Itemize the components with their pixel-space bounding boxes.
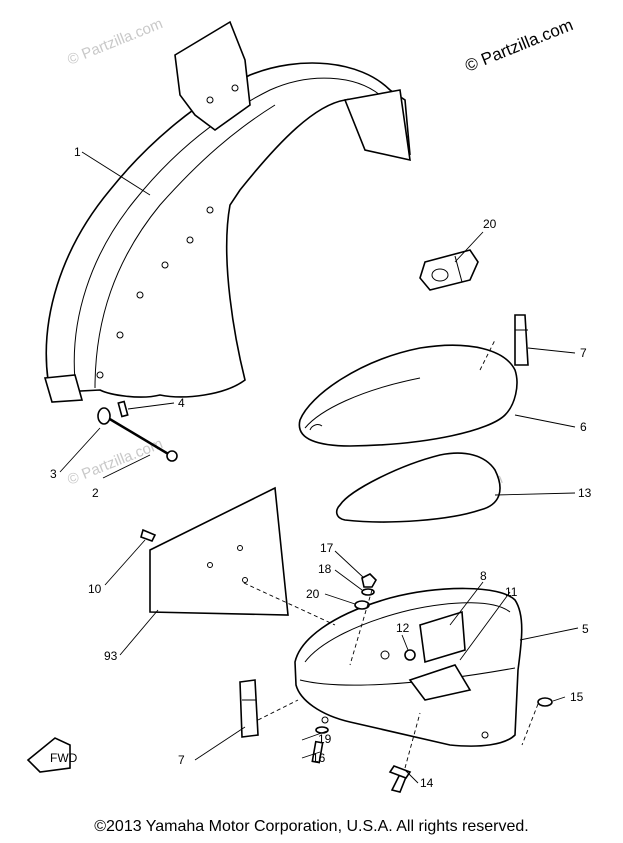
- callout-3: 3: [50, 467, 57, 481]
- part-clip-15: [537, 697, 553, 707]
- fwd-label: FWD: [50, 751, 78, 765]
- callout-12: 12: [396, 621, 410, 635]
- part-grommet: [419, 249, 479, 291]
- part-screw-10: [140, 528, 157, 542]
- part-bolt-assembly: [97, 400, 178, 462]
- callout-17: 17: [320, 541, 334, 555]
- part-bolt-16: [311, 740, 324, 764]
- callout-19: 19: [318, 732, 332, 746]
- copyright-footer: ©2013 Yamaha Motor Corporation, U.S.A. A…: [94, 818, 529, 835]
- part-side-cover: [149, 486, 289, 616]
- callout-6: 6: [580, 420, 587, 434]
- part-clip-lower: [239, 679, 259, 738]
- callout-13: 13: [578, 486, 592, 500]
- part-tool-box: [294, 587, 523, 747]
- callout-labels: 1 2 3 4 20 7 6 13 10 93 17 18 20 8 11 12…: [50, 145, 592, 790]
- callout-20-box: 20: [306, 587, 320, 601]
- leader-lines: [59, 151, 579, 784]
- callout-7-bottom: 7: [178, 753, 185, 767]
- fwd-direction-mark: FWD: [26, 737, 78, 773]
- part-clip-upper: [514, 314, 529, 366]
- callout-2: 2: [92, 486, 99, 500]
- watermark-main: © Partzilla.com: [462, 15, 575, 76]
- callout-1: 1: [74, 145, 81, 159]
- part-rear-fender: [43, 20, 411, 403]
- part-grommet-20: [354, 600, 370, 610]
- callout-11: 11: [505, 585, 518, 599]
- callout-5: 5: [582, 622, 589, 636]
- callout-20-top: 20: [483, 217, 497, 231]
- part-seat-cushion: [298, 344, 518, 447]
- callout-18: 18: [318, 562, 332, 576]
- part-screw-14: [388, 765, 412, 793]
- callout-15: 15: [570, 690, 584, 704]
- callout-10: 10: [88, 582, 102, 596]
- callout-16: 16: [312, 751, 326, 765]
- callout-7-top: 7: [580, 346, 587, 360]
- callout-4: 4: [178, 396, 185, 410]
- part-seat-pad: [335, 452, 501, 523]
- part-washer-18: [361, 588, 375, 596]
- watermark-faint-top: © Partzilla.com: [65, 15, 165, 69]
- callout-8: 8: [480, 569, 487, 583]
- part-nut-17: [361, 573, 377, 588]
- callout-93: 93: [104, 649, 118, 663]
- callout-14: 14: [420, 776, 434, 790]
